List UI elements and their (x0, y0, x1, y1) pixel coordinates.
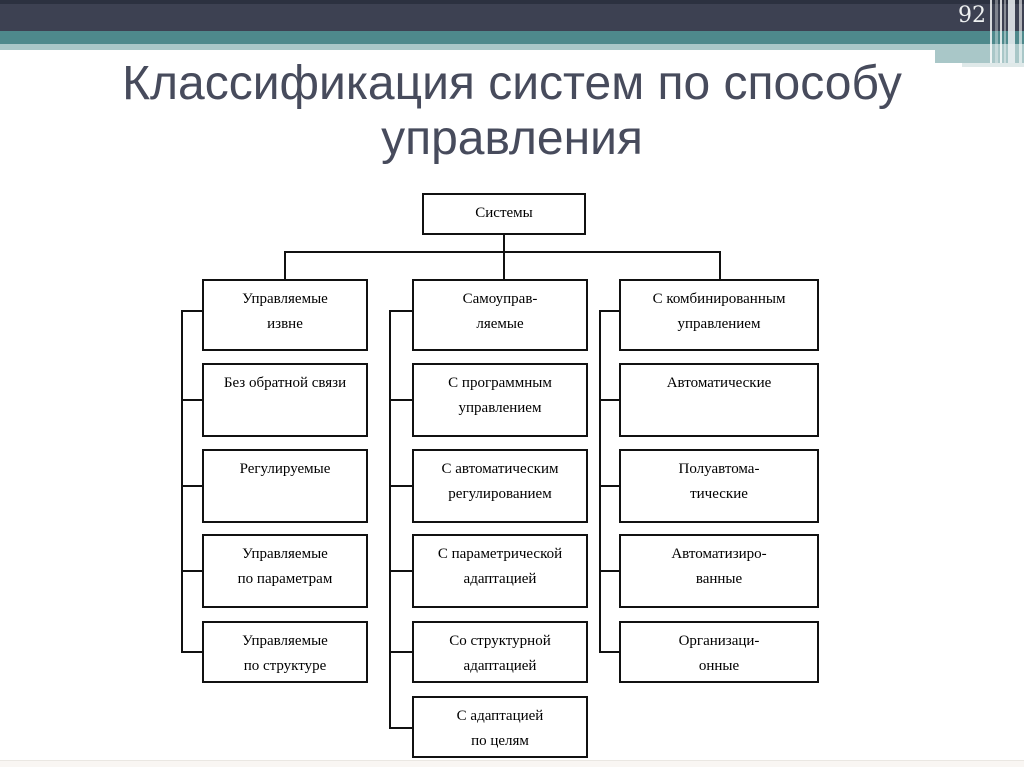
tree-box-col0-header: Управляемые извне (202, 279, 368, 351)
tree-box-col1-child3: Со структурной адаптацией (412, 621, 588, 683)
connector-line (181, 651, 202, 653)
tree-box-col1-child0: С программным управлением (412, 363, 588, 437)
tree-box-col0-child1: Регулируемые (202, 449, 368, 523)
connector-line (181, 399, 202, 401)
tree-box-col1-child2: С параметрической адаптацией (412, 534, 588, 608)
tree-box-root: Системы (422, 193, 586, 235)
tree-box-col1-header: Самоуправ- ляемые (412, 279, 588, 351)
connector-line (599, 651, 619, 653)
tree-box-col2-child3: Организаци- онные (619, 621, 819, 683)
tree-box-col0-child0: Без обратной связи (202, 363, 368, 437)
connector-line (389, 310, 412, 312)
connector-line (389, 310, 391, 729)
connector-line (389, 727, 412, 729)
connector-line (503, 235, 505, 251)
connector-line (389, 399, 412, 401)
connector-line (181, 310, 183, 653)
tree-box-col0-child2: Управляемые по параметрам (202, 534, 368, 608)
connector-line (389, 651, 412, 653)
corner-stripe (1019, 0, 1022, 63)
connector-line (599, 310, 601, 653)
tree-box-col1-child1: С автоматическим регулированием (412, 449, 588, 523)
corner-stripe (1000, 0, 1002, 63)
connector-line (284, 251, 721, 253)
corner-stripe (990, 0, 992, 63)
header-teal-band (0, 31, 1024, 44)
tree-box-col2-child0: Автоматические (619, 363, 819, 437)
connector-line (719, 253, 721, 279)
connector-line (599, 399, 619, 401)
header-dark-bar-top-edge (0, 0, 1024, 4)
connector-line (599, 570, 619, 572)
connector-line (389, 485, 412, 487)
connector-line (284, 253, 286, 279)
tree-box-col2-child2: Автоматизиро- ванные (619, 534, 819, 608)
connector-line (181, 485, 202, 487)
header-dark-bar (0, 0, 1024, 31)
header-light-teal-band (0, 44, 1024, 50)
tree-box-col2-child1: Полуавтома- тические (619, 449, 819, 523)
slide-bottom-edge (0, 760, 1024, 767)
connector-line (599, 485, 619, 487)
tree-box-col0-child3: Управляемые по структуре (202, 621, 368, 683)
corner-stripe (1004, 0, 1006, 63)
connector-line (181, 310, 202, 312)
slide-title: Классификация систем по способу управлен… (122, 57, 902, 165)
connector-line (599, 310, 619, 312)
connector-line (503, 253, 505, 279)
corner-stripe (1008, 0, 1015, 63)
connector-line (389, 570, 412, 572)
connector-line (181, 570, 202, 572)
corner-stripe (995, 0, 998, 63)
tree-box-col2-header: С комбинированным управлением (619, 279, 819, 351)
tree-box-col1-child4: С адаптацией по целям (412, 696, 588, 758)
header-right-light-step (962, 63, 1024, 67)
slide-page-number: 92 (958, 3, 986, 28)
